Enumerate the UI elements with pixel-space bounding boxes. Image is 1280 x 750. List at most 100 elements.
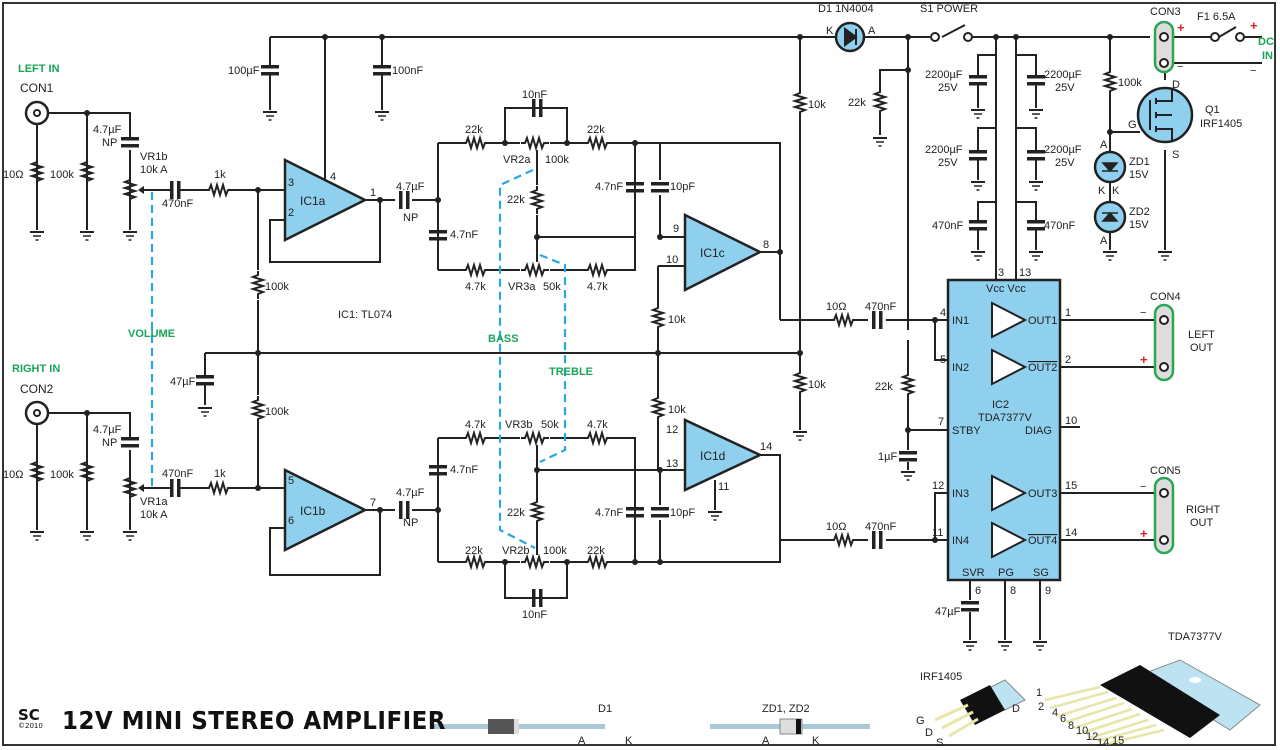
pin-num: 15 [1065,480,1077,492]
pin-num: 14 [760,441,772,453]
pin-num: 2 [1065,354,1071,366]
right-out-label: OUT [1190,517,1214,529]
minus-sign: − [1250,65,1256,77]
q1-s-label: S [1172,149,1179,161]
logo-brand: SC [18,706,40,724]
dc-in-label: DC [1258,36,1274,48]
c-label: NP [102,437,117,449]
vr3a-value: 50k [543,281,561,293]
con2-label: CON2 [20,382,54,396]
r-label: 10Ω [3,469,23,481]
c-label: NP [403,517,418,529]
ic1b-opamp [283,467,368,553]
c-label: 10nF [522,89,547,101]
dc-in-label: IN [1262,50,1273,62]
ic1a-opamp [283,157,368,243]
r-label: 100k [265,406,289,418]
vr1b-value: 10k A [140,164,168,176]
irf-package-label: IRF1405 [920,671,962,683]
c-label: 10pF [670,507,695,519]
ic2-pin-label: SVR [962,567,985,579]
treble-gang-link [539,253,567,463]
zd1-value: 15V [1129,169,1149,181]
sc-logo: SC©2010 [18,706,43,731]
vr2a-label: VR2a [503,154,531,166]
left-out-label: OUT [1190,342,1214,354]
zd-k-label: K [1112,185,1120,197]
vr3b-label: VR3b [505,419,533,431]
pin-num: 13 [666,458,678,470]
vr1a-label: VR1a [140,496,168,508]
r-label: 22k [875,381,893,393]
pin-num: 8 [763,239,769,251]
vr2b-label: VR2b [502,545,530,557]
package-pin-label: 14 [1097,737,1109,749]
q1-part-label: IRF1405 [1200,118,1242,130]
con4-connector [1153,303,1175,382]
c-label: 2200µF [925,144,963,156]
c-label: 10nF [522,609,547,621]
pin-num: 11 [932,527,943,539]
minus-sign: − [1140,307,1146,319]
package-pin-label: 15 [1112,735,1124,747]
c-label: 470nF [162,198,193,210]
ic1a-label: IC1a [300,194,326,208]
ic1c-opamp [683,212,763,293]
tda-package-label: TDA7377V [1168,631,1222,643]
zd-a-label: A [1100,235,1108,247]
c-label: 2200µF [1044,144,1082,156]
vr1a-value: 10k A [140,509,168,521]
q1-g-label: G [1128,119,1137,131]
tda7377v-package-drawing [1044,659,1261,746]
con2-jack [24,400,50,426]
r-label: 4.7k [465,281,486,293]
d1-k-label: K [826,25,834,37]
pin-num: 14 [1065,527,1077,539]
q1-label: Q1 [1205,104,1220,116]
vr2b-value: 100k [543,545,567,557]
pin-num: 2 [288,207,294,219]
package-pin-label: 6 [1060,713,1066,725]
pin-num: 12 [932,480,944,492]
c-label: 4.7µF [93,124,122,136]
c-label: 470nF [865,521,896,533]
package-pin-label: D [1012,703,1020,715]
ic2-pin-label: OUT3 [1028,488,1057,500]
volume-label: VOLUME [128,328,175,340]
pin-num: 12 [666,424,678,436]
c-label: 25V [938,82,958,94]
package-pin-label: A [762,735,770,747]
plus-sign: + [1140,352,1148,367]
c-label: 4.7nF [595,507,623,519]
ic2-pin-label: IN3 [952,488,969,500]
c-label: 2200µF [1044,69,1082,81]
zd1-label: ZD1 [1129,156,1150,168]
ic1c-label: IC1c [700,246,725,260]
c-label: 4.7nF [450,229,478,241]
irf1405-package-drawing [934,679,1026,738]
con1-label: CON1 [20,81,54,95]
pin-num: 6 [288,515,294,527]
d1-package-drawing [430,719,605,734]
pin-num: 1 [370,187,376,199]
r-label: 10k [668,404,686,416]
pin-num: 7 [938,416,944,428]
c-label: 47µF [170,376,196,388]
plus-sign: + [1140,526,1148,541]
c-label: 25V [938,157,958,169]
c-label: NP [102,137,117,149]
con3-connector [1153,20,1175,74]
c-label: 4.7µF [396,181,425,193]
c-label: 4.7µF [93,424,122,436]
pin-num: 9 [1045,585,1051,597]
con1-jack [24,100,50,126]
zd-k-label: K [1098,185,1106,197]
r-label: 22k [848,97,866,109]
pin-num: 4 [330,171,336,183]
c-label: 2200µF [925,69,963,81]
r-label: 22k [587,124,605,136]
diagram-title: 12V MINI STEREO AMPLIFIER [62,706,446,735]
r-label: 10Ω [3,169,23,181]
